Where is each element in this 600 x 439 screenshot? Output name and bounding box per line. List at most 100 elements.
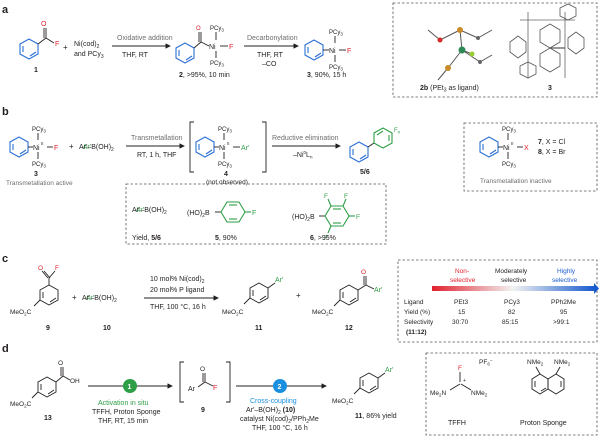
- panel-label-b: b: [2, 106, 9, 118]
- svg-text:II: II: [41, 141, 44, 146]
- svg-text:selective: selective: [450, 277, 476, 284]
- step-1-badge: [123, 379, 137, 393]
- svg-text:THF, 100 °C, 16 h: THF, 100 °C, 16 h: [252, 424, 308, 432]
- proton-sponge-label: Proton Sponge: [520, 420, 567, 427]
- svg-text:MeO2C: MeO2C: [10, 309, 32, 317]
- svg-text:F: F: [252, 210, 256, 217]
- svg-text:F: F: [324, 235, 328, 242]
- svg-text:PCy3: PCy3: [218, 162, 232, 169]
- panel-label-c: c: [2, 253, 8, 265]
- product-11: Ar′ MeO2C: [222, 277, 284, 317]
- product-12: O Ar′ MeO2C: [312, 269, 383, 317]
- svg-text:PCy3: PCy3: [210, 26, 224, 33]
- label-8: 8, X = Br: [538, 149, 566, 156]
- svg-text:PCy3: PCy3: [329, 65, 343, 72]
- svg-text:–Ni0Ln: –Ni0Ln: [293, 150, 313, 160]
- svg-text:PCy3: PCy3: [32, 127, 46, 134]
- svg-text:F: F: [324, 193, 328, 200]
- product-5-6-label: 5/6: [360, 169, 370, 176]
- svg-text:F: F: [347, 48, 351, 55]
- crystal-structure-3: [509, 3, 585, 79]
- product-11-d: Ar′ MeO2C: [332, 367, 394, 406]
- bracket-right: [262, 121, 267, 173]
- row-ligand: Ligand: [404, 299, 424, 306]
- svg-text:+: +: [69, 142, 74, 151]
- transmetallation-active-label: Transmetallation active: [6, 180, 73, 187]
- ni-complex-7-8: Ni II X PCy3 PCy3: [479, 127, 529, 169]
- aryl-ni-complex-3: Ni F PCy3 PCy3: [304, 30, 351, 72]
- svg-text:X: X: [524, 145, 529, 152]
- svg-text:PCy3: PCy3: [218, 127, 232, 134]
- yield-1: 82: [508, 309, 516, 316]
- ligand-1: PCy3: [504, 299, 520, 306]
- plus-a: +: [63, 43, 68, 52]
- svg-text:PCy3: PCy3: [502, 127, 516, 134]
- svg-text:Ar′–B(OH)2 (10): Ar′–B(OH)2 (10): [246, 407, 295, 416]
- compound-10-label: 10: [103, 325, 111, 332]
- svg-text:Ar′: Ar′: [374, 287, 383, 294]
- tffh-structure: PF6– F + Me2N NMe2: [430, 358, 493, 398]
- proton-sponge-structure: NMe2 NMe2: [527, 359, 571, 395]
- svg-text:F: F: [55, 265, 59, 272]
- svg-text:+: +: [296, 291, 301, 300]
- svg-text:20 mol% P ligand: 20 mol% P ligand: [150, 287, 204, 294]
- selectivity-table-box: [397, 259, 598, 343]
- svg-text:Fn: Fn: [394, 128, 401, 135]
- svg-text:–CO: –CO: [262, 61, 277, 68]
- svg-text:selective: selective: [501, 277, 527, 284]
- arrow-oxidative-addition-cond: THF, RT: [122, 52, 149, 59]
- svg-text:selective: selective: [552, 277, 578, 284]
- transmetallation-inactive-box: [463, 122, 598, 192]
- ligand-0: PEt3: [454, 299, 468, 306]
- bracket-left: [189, 121, 194, 173]
- svg-text:NMe2: NMe2: [471, 390, 488, 398]
- row-yield: Yield (%): [404, 309, 430, 316]
- yield-5: 5, 90%: [215, 235, 237, 242]
- svg-text:II: II: [227, 141, 230, 146]
- svg-text:PF6–: PF6–: [479, 358, 493, 367]
- compound-4-label: 4: [224, 171, 228, 178]
- selectivity-0: 30:70: [452, 319, 469, 326]
- selectivity-2: >99:1: [553, 319, 570, 326]
- ligand-2: PPh2Me: [551, 299, 576, 306]
- substrate-boronic-label: Ar′Ar′–B(OH)2: [132, 207, 167, 216]
- acyl-ni-complex-2: O Ni F PCy3 PCy3: [175, 26, 233, 68]
- svg-text:THF, RT, 15 min: THF, RT, 15 min: [98, 418, 148, 425]
- acyl-fluoride-9: O F MeO2C: [10, 265, 59, 317]
- svg-text:F: F: [356, 214, 360, 221]
- svg-text:(HO)2B: (HO)2B: [292, 214, 315, 223]
- svg-text:catalyst Ni(cod)2/PPh2Me: catalyst Ni(cod)2/PPh2Me: [240, 416, 319, 425]
- svg-text:MeO2C: MeO2C: [332, 398, 354, 406]
- atom-o: O: [41, 21, 47, 28]
- ni-complex-4: Ni II Ar′ PCy3 PCy3: [195, 127, 250, 169]
- svg-text:Ni: Ni: [209, 44, 216, 51]
- selectivity-arrowhead: [594, 283, 599, 294]
- svg-text:Ar′: Ar′: [385, 367, 394, 374]
- svg-text:+: +: [72, 293, 77, 302]
- svg-text:2: 2: [278, 384, 282, 391]
- svg-text:Ar′: Ar′: [275, 277, 284, 284]
- tffh-label: TFFH: [448, 420, 466, 427]
- svg-text:10 mol% Ni(cod)2: 10 mol% Ni(cod)2: [150, 276, 205, 285]
- svg-text:Ar: Ar: [188, 386, 196, 393]
- svg-text:II: II: [511, 141, 514, 146]
- svg-text:1: 1: [128, 384, 132, 391]
- svg-text:RT, 1 h, THF: RT, 1 h, THF: [137, 152, 176, 159]
- ni-complex-3-b: Ni II F PCy3 PCy3: [9, 127, 58, 169]
- reagents-box: [425, 352, 598, 436]
- reagent-pcy3: and PCy3: [74, 51, 104, 60]
- compound-2-label: 2, >95%, 10 min: [179, 72, 230, 79]
- svg-text:PCy3: PCy3: [502, 162, 516, 169]
- yield-6: 6, >95%: [310, 235, 336, 242]
- svg-text:NMe2: NMe2: [527, 359, 544, 367]
- svg-text:PCy3: PCy3: [329, 30, 343, 37]
- yield-2: 95: [560, 309, 568, 316]
- compound-1-label: 1: [34, 67, 38, 74]
- svg-text:Moderately: Moderately: [495, 268, 528, 275]
- svg-text:F: F: [229, 44, 233, 51]
- row-selectivity: Selectivity: [404, 319, 434, 326]
- atom-f: F: [55, 41, 59, 48]
- svg-text:Non-: Non-: [455, 268, 469, 275]
- carboxylic-acid-13: O OH MeO2C: [10, 360, 80, 409]
- crystal-structure-2b: [427, 27, 493, 81]
